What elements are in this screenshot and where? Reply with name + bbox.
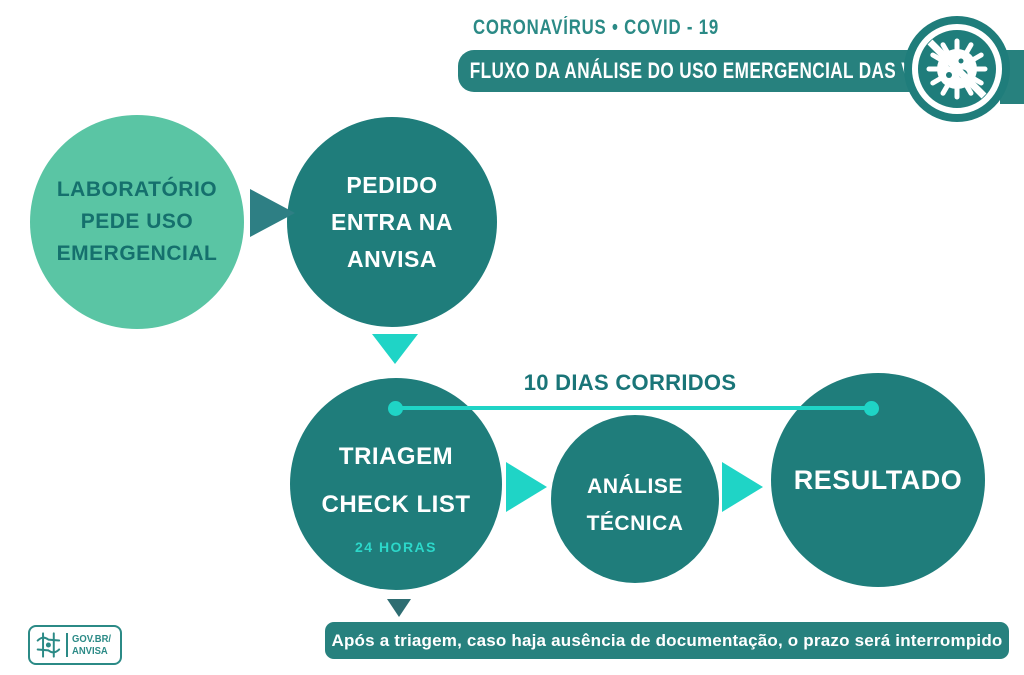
step-label-line: LABORATÓRIO: [56, 178, 218, 201]
step-label-line: TÉCNICA: [586, 512, 684, 535]
step-label-line: PEDE USO: [80, 210, 194, 233]
step-label-line: CHECK LIST: [321, 491, 471, 518]
timeline-line: [395, 406, 872, 410]
anvisa-symbol-icon: [36, 632, 61, 658]
step-label-line: ANÁLISE: [587, 475, 683, 498]
header-kicker: CORONAVÍRUS • COVID - 19: [473, 16, 719, 39]
page-title: FLUXO DA ANÁLISE DO USO EMERGENCIAL DAS …: [469, 58, 980, 83]
step-laboratorio-circle: LABORATÓRIO PEDE USO EMERGENCIAL: [30, 115, 244, 329]
arrow-right-icon: [722, 462, 763, 512]
step-label-line: ENTRA NA: [331, 208, 453, 235]
step-label-line: EMERGENCIAL: [56, 242, 218, 265]
arrow-down-icon: [372, 334, 418, 364]
timeline-label: 10 DIAS CORRIDOS: [523, 370, 737, 395]
govbr-anvisa-logo: GOV.BR/ ANVISA: [28, 625, 122, 665]
logo-text-line: ANVISA: [71, 645, 108, 657]
step-label-line: TRIAGEM: [338, 443, 454, 470]
arrow-right-icon: [250, 189, 295, 237]
arrow-down-small-icon: [387, 599, 411, 617]
timeline-dot-right: [864, 401, 879, 416]
step-analise-circle: ANÁLISE TÉCNICA: [551, 415, 719, 583]
duration-label: 24 HORAS: [354, 539, 438, 555]
step-pedido-circle: PEDIDO ENTRA NA ANVISA: [287, 117, 497, 327]
step-label-line: PEDIDO: [346, 171, 438, 198]
no-virus-icon: [904, 16, 1010, 122]
logo-text-line: GOV.BR/: [71, 633, 111, 645]
note-banner: Após a triagem, caso haja ausência de do…: [325, 622, 1009, 659]
timeline-dot-left: [388, 401, 403, 416]
arrow-right-icon: [506, 462, 547, 512]
step-label-line: RESULTADO: [793, 464, 963, 495]
step-label-line: ANVISA: [347, 245, 437, 272]
logo-divider: [65, 633, 68, 657]
